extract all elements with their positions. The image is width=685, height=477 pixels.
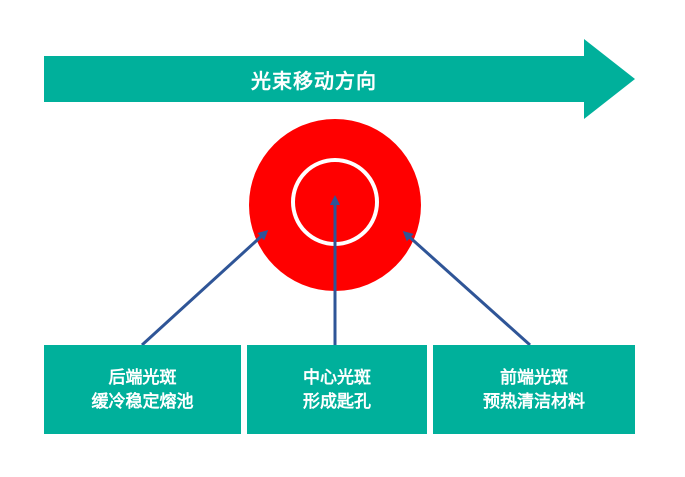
front-spot-title: 前端光斑 xyxy=(500,367,568,388)
center-spot-description: 形成匙孔 xyxy=(303,391,371,412)
direction-arrow-label: 光束移动方向 xyxy=(251,68,377,93)
rear-spot-box: 后端光斑 缓冷稳定熔池 xyxy=(44,345,241,434)
direction-arrow-shape xyxy=(44,39,635,119)
center-spot-title: 中心光斑 xyxy=(303,367,371,388)
rear-spot-description: 缓冷稳定熔池 xyxy=(91,391,194,412)
front-spot-box: 前端光斑 预热清洁材料 xyxy=(433,345,635,434)
rear-spot-title: 后端光斑 xyxy=(108,367,177,388)
pointer-front-line xyxy=(402,230,532,347)
front-spot-description: 预热清洁材料 xyxy=(483,391,585,412)
center-spot-box: 中心光斑 形成匙孔 xyxy=(247,345,427,434)
pointer-rear-line xyxy=(140,229,269,347)
